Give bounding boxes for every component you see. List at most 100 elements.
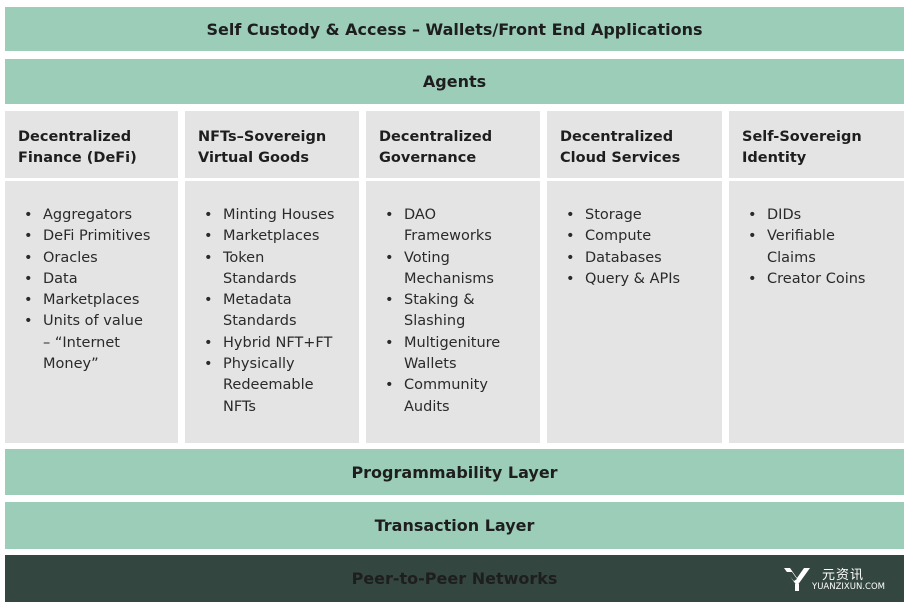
list-item: • Query & APIs: [547, 269, 722, 290]
bullet-icon: •: [566, 249, 575, 266]
list-item: •Compute: [547, 226, 722, 247]
item-text: Creator Coins: [767, 270, 866, 287]
item-text: Community Audits: [404, 377, 488, 415]
bullet-icon: •: [24, 292, 33, 309]
list-item: •Multigeniture Wallets: [366, 333, 540, 376]
item-text: Metadata Standards: [223, 292, 297, 330]
column-divider: [547, 178, 722, 181]
transaction-layer-band: Transaction Layer: [5, 502, 904, 549]
item-list: • Aggregators • DeFi Primitives • Oracles •…: [5, 205, 178, 375]
list-item: •Staking & Slashing: [366, 290, 540, 333]
item-text: Data: [43, 270, 78, 287]
column-body: • DIDs • Verifiable Claims •Creator Coins: [729, 181, 904, 443]
bullet-icon: •: [204, 207, 213, 223]
item-text: Minting Houses: [223, 207, 335, 223]
bullet-icon: •: [385, 292, 394, 309]
programmability-layer-label: Programmability Layer: [351, 462, 558, 482]
list-item: • DIDs: [729, 205, 904, 226]
bullet-icon: •: [24, 313, 33, 330]
item-text: Physically Redeemable NFTs: [223, 356, 314, 415]
item-text: Marketplaces: [223, 228, 320, 245]
column-identity: Self-Sovereign Identity • DIDs • Verifiabl…: [729, 111, 904, 443]
list-item: • DAO Frameworks: [366, 205, 540, 248]
list-item: • Voting Mechanisms: [366, 248, 540, 291]
bullet-icon: •: [24, 207, 33, 223]
heading-line: NFTs–Sovereign: [198, 129, 327, 145]
item-text: Voting Mechanisms: [404, 249, 494, 287]
self-custody-band: Self Custody & Access – Wallets/Front En…: [5, 7, 904, 51]
self-custody-label: Self Custody & Access – Wallets/Front En…: [206, 19, 703, 39]
item-list: • DAO Frameworks • Voting Mechanisms •Stak…: [366, 205, 540, 418]
list-item: • Oracles: [5, 248, 178, 269]
item-text: DIDs: [767, 207, 802, 223]
column-divider: [729, 178, 904, 181]
column-body: • DAO Frameworks • Voting Mechanisms •Stak…: [366, 181, 540, 443]
item-text: Aggregators: [43, 207, 133, 223]
item-text: Oracles: [43, 249, 98, 266]
list-item: • Storage: [547, 205, 722, 226]
list-item: •Hybrid NFT+FT: [185, 333, 359, 354]
list-item: • Verifiable Claims: [729, 226, 904, 269]
bullet-icon: •: [385, 334, 394, 351]
bullet-icon: •: [24, 270, 33, 287]
bullet-icon: •: [385, 207, 394, 223]
item-list: •Minting Houses •Marketplaces •Token Sta…: [185, 205, 359, 418]
list-item: • Aggregators: [5, 205, 178, 226]
watermark-cn-text: 元资讯: [822, 568, 865, 583]
item-text: DeFi Primitives: [43, 228, 151, 245]
column-heading: NFTs–Sovereign Virtual Goods: [185, 111, 359, 178]
agents-band: Agents: [5, 59, 904, 104]
heading-line: Decentralized: [560, 129, 674, 145]
item-text: Marketplaces: [43, 292, 140, 309]
yuanzixun-logo-icon: [784, 568, 810, 591]
heading-line: Governance: [379, 150, 477, 166]
item-text: Query & APIs: [585, 270, 681, 287]
bullet-icon: •: [566, 228, 575, 245]
peer-to-peer-band: Peer-to-Peer Networks: [5, 555, 904, 602]
column-governance: Decentralized Governance • DAO Frameworks…: [366, 111, 540, 443]
list-item: • Marketplaces: [5, 290, 178, 311]
bullet-icon: •: [204, 334, 213, 351]
item-text: Verifiable Claims: [767, 228, 835, 266]
bullet-icon: •: [204, 249, 213, 266]
column-divider: [185, 178, 359, 181]
column-heading: Self-Sovereign Identity: [729, 111, 904, 178]
peer-to-peer-label: Peer-to-Peer Networks: [351, 569, 558, 588]
bullet-icon: •: [748, 207, 757, 223]
bullet-icon: •: [566, 270, 575, 287]
column-heading: Decentralized Governance: [366, 111, 540, 178]
column-defi: Decentralized Finance (DeFi) •Aggregator…: [5, 111, 178, 443]
watermark-en-text: YUANZIXUN.COM: [812, 582, 885, 592]
list-item: •Marketplaces: [185, 226, 359, 247]
list-item: • Databases: [547, 248, 722, 269]
item-text: Storage: [585, 207, 642, 223]
transaction-layer-label: Transaction Layer: [374, 516, 535, 535]
bullet-icon: •: [748, 228, 757, 245]
agents-label: Agents: [422, 72, 487, 91]
column-body: • Aggregators • DeFi Primitives • Oracles •…: [5, 181, 178, 443]
bullet-icon: •: [204, 356, 213, 373]
list-item: • Data: [5, 269, 178, 290]
application-columns: Decentralized Finance (DeFi) •Aggregator…: [5, 111, 904, 443]
bullet-icon: •: [204, 292, 213, 309]
item-text: Units of value – “Internet Money”: [43, 313, 143, 373]
heading-line: Virtual Goods: [198, 150, 309, 166]
list-item: • Metadata Standards: [185, 290, 359, 333]
item-list: • DIDs • Verifiable Claims •Creator Coins: [729, 205, 904, 290]
item-text: Databases: [585, 249, 662, 266]
item-list: • Storage •Compute • Databases • Query & AP…: [547, 205, 722, 290]
item-text: DAO Frameworks: [404, 207, 492, 245]
list-item: • Minting Houses: [185, 205, 359, 226]
item-text: Token Standards: [223, 249, 297, 287]
bullet-icon: •: [24, 249, 33, 266]
bullet-icon: •: [385, 249, 394, 266]
heading-line: Cloud Services: [560, 150, 681, 166]
bullet-icon: •: [566, 207, 575, 223]
list-item: • Token Standards: [185, 248, 359, 291]
column-divider: [366, 178, 540, 181]
column-divider: [5, 178, 178, 181]
column-heading: Decentralized Cloud Services: [547, 111, 722, 178]
list-item: • Physically Redeemable NFTs: [185, 354, 359, 418]
list-item: •Creator Coins: [729, 269, 904, 290]
programmability-layer-band: Programmability Layer: [5, 449, 904, 495]
